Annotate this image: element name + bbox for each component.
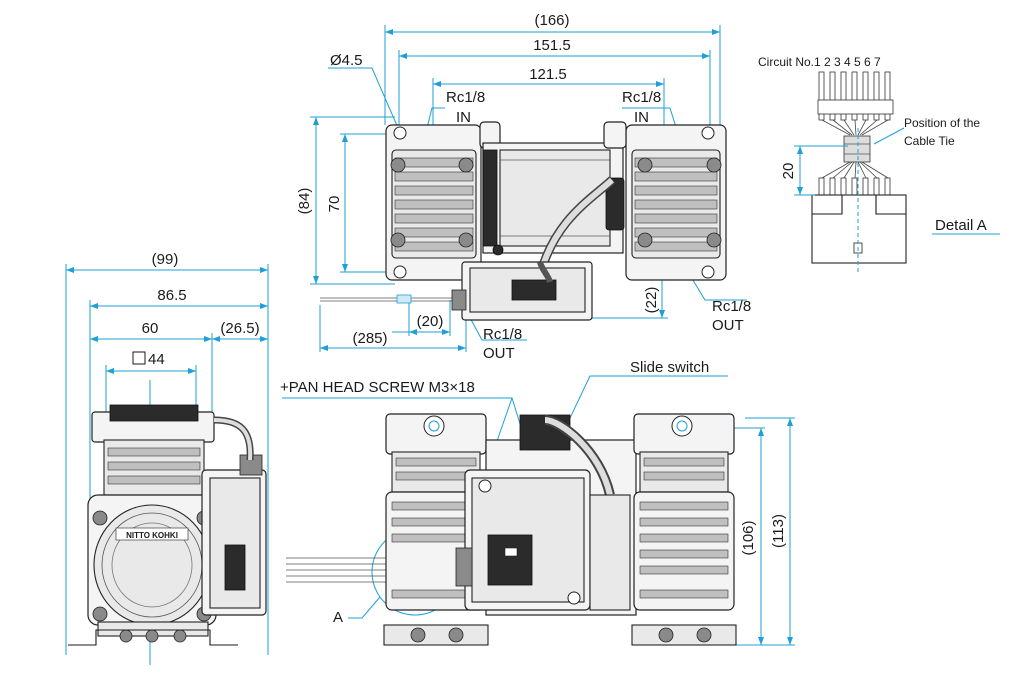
side-pump-body: NITTO KOHKI [68, 404, 238, 646]
dim-106-label: (106) [740, 520, 757, 555]
dim-113-label: (113) [770, 514, 787, 548]
circuit-label: Circuit No.1 2 3 4 5 6 7 [758, 55, 881, 69]
dim-285-label: (285) [352, 330, 387, 347]
detail-ref-label: A [333, 609, 343, 626]
square-symbol [132, 351, 146, 365]
detail-a-label: Detail A [935, 217, 987, 234]
screw-label: +PAN HEAD SCREW M3×18 [280, 379, 475, 396]
controller-box-top [451, 261, 593, 321]
in-right-label: IN [634, 109, 649, 126]
top-view [310, 25, 747, 352]
cable-wires [320, 294, 460, 304]
slide-switch-label: Slide switch [630, 359, 709, 376]
brand-label: NITTO KOHKI [126, 531, 178, 540]
dim-99-label: (99) [152, 251, 179, 268]
detail-wires [817, 71, 894, 201]
right-pump-head [603, 121, 727, 281]
dim-121-5-label: 121.5 [529, 66, 567, 83]
dim-166-label: (166) [534, 12, 569, 29]
in-left-label: IN [456, 109, 471, 126]
rc-in-left-label: Rc1/8 [446, 89, 485, 106]
dim-84-label: (84) [296, 188, 313, 215]
dim-20-detail-label: 20 [780, 163, 797, 180]
motor-center [482, 142, 625, 277]
out-right-label: OUT [712, 317, 744, 334]
side-view: NITTO KOHKI [65, 264, 269, 665]
out-left-label: OUT [483, 345, 515, 362]
rc-out-left-label: Rc1/8 [483, 326, 522, 343]
rc-out-right-label: Rc1/8 [712, 298, 751, 315]
left-pump-head [385, 121, 501, 281]
dim-20-cable-label: (20) [417, 313, 444, 330]
dim-22-label: (22) [643, 287, 660, 314]
front-center-motor [455, 414, 637, 616]
diameter-label: Ø4.5 [330, 52, 363, 69]
dim-151-5-label: 151.5 [533, 37, 571, 54]
detail-connector [811, 128, 907, 272]
cable-tie-label-2: Cable Tie [904, 134, 955, 148]
dim-86-5-label: 86.5 [157, 287, 186, 304]
cable-length-dimensions [319, 300, 467, 352]
front-view [282, 375, 795, 646]
side-controller [201, 416, 267, 616]
top-horizontal-dimensions [384, 25, 721, 130]
dim-60-label: 60 [142, 320, 159, 337]
cable-tie-label-1: Position of the [904, 116, 980, 130]
dim-44-label: 44 [148, 351, 165, 368]
rc-in-right-label: Rc1/8 [622, 89, 661, 106]
detail-dimension [794, 127, 1000, 235]
front-right-head [631, 413, 737, 646]
dim-26-5-label: (26.5) [220, 320, 259, 337]
dim-70-label: 70 [326, 196, 343, 213]
detail-a-view [794, 71, 1000, 272]
